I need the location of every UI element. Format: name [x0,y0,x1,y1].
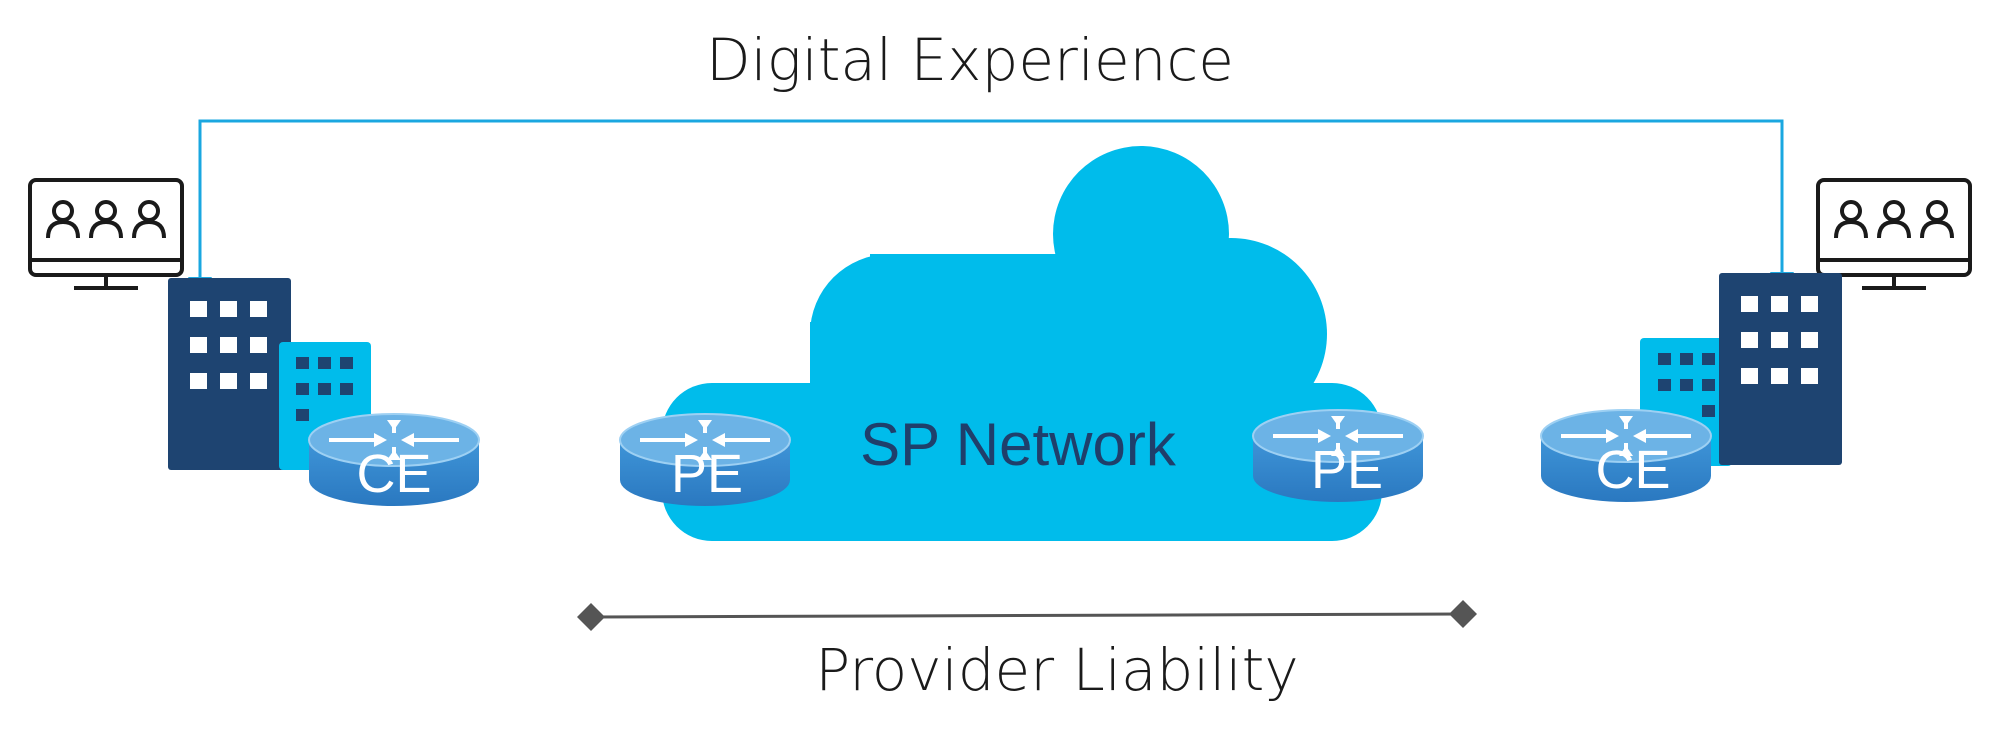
sp-network-label: SP Network [860,411,1177,478]
left-ce-label: CE [356,444,431,504]
left-pe-label: PE [671,444,743,504]
right-ce-label: CE [1595,440,1670,500]
provider-liability-label: Provider Liability [815,636,1298,704]
right-diamond-icon [1449,600,1477,628]
digital-experience-label: Digital Experience [706,26,1234,94]
left-monitor-users-icon [28,178,184,290]
left-diamond-icon [577,603,605,631]
right-office-building-icon [1640,273,1842,466]
sp-network-cloud-icon [662,146,1382,541]
right-pe-label: PE [1311,440,1383,500]
right-monitor-users-icon [1816,178,1972,290]
provider-liability-range [577,600,1477,631]
